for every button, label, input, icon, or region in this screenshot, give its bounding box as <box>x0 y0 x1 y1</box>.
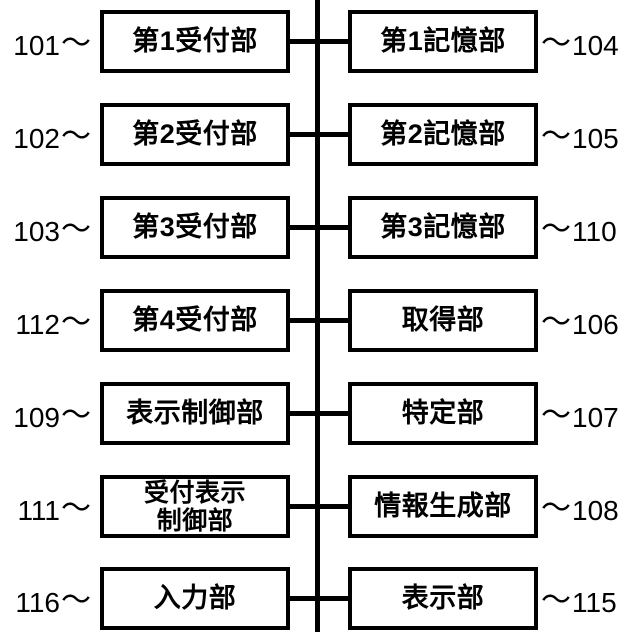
ref-number-115: 115 <box>572 587 617 618</box>
leader-tilde-icon: 〜 <box>61 306 91 339</box>
connector-bus-to-106 <box>315 318 350 323</box>
ref-number-101: 101 <box>13 30 60 61</box>
connector-111-to-bus <box>288 504 318 509</box>
leader-tilde-icon: 〜 <box>541 584 571 617</box>
leader-tilde-icon: 〜 <box>541 120 571 153</box>
leader-tilde-icon: 〜 <box>541 306 571 339</box>
ref-callout-106: 〜 106 <box>540 305 630 345</box>
block-112-fourth-reception-unit[interactable]: 第4受付部 <box>100 289 290 352</box>
ref-callout-102: 102 〜 <box>12 119 92 159</box>
leader-tilde-icon: 〜 <box>541 27 571 60</box>
ref-callout-115: 〜 115 <box>540 583 630 623</box>
ref-callout-109: 109 〜 <box>12 398 92 438</box>
ref-number-106: 106 <box>572 309 619 340</box>
ref-number-109: 109 <box>13 402 60 433</box>
block-109-display-control-unit[interactable]: 表示制御部 <box>100 382 290 445</box>
leader-tilde-icon: 〜 <box>61 27 91 60</box>
ref-number-104: 104 <box>572 30 619 61</box>
connector-bus-to-105 <box>315 132 350 137</box>
ref-callout-112: 112 〜 <box>12 305 92 345</box>
connector-112-to-bus <box>288 318 318 323</box>
block-108-information-generation-unit[interactable]: 情報生成部 <box>348 475 538 538</box>
ref-callout-107: 〜 107 <box>540 398 630 438</box>
block-116-input-unit[interactable]: 入力部 <box>100 567 290 630</box>
ref-number-108: 108 <box>572 495 619 526</box>
ref-number-103: 103 <box>13 216 60 247</box>
block-101-first-reception-unit[interactable]: 第1受付部 <box>100 10 290 73</box>
block-106-acquisition-unit[interactable]: 取得部 <box>348 289 538 352</box>
connector-103-to-bus <box>288 225 318 230</box>
ref-callout-110: 〜 110 <box>540 212 630 252</box>
ref-callout-105: 〜 105 <box>540 119 630 159</box>
ref-number-102: 102 <box>13 123 60 154</box>
ref-callout-108: 〜 108 <box>540 491 630 531</box>
ref-callout-101: 101 〜 <box>12 26 92 66</box>
leader-tilde-icon: 〜 <box>61 492 91 525</box>
block-104-first-storage-unit[interactable]: 第1記憶部 <box>348 10 538 73</box>
leader-tilde-icon: 〜 <box>61 584 91 617</box>
leader-tilde-icon: 〜 <box>541 213 571 246</box>
leader-tilde-icon: 〜 <box>61 399 91 432</box>
block-105-second-storage-unit[interactable]: 第2記憶部 <box>348 103 538 166</box>
ref-number-112: 112 <box>15 309 60 340</box>
ref-number-116: 116 <box>15 587 60 618</box>
ref-number-107: 107 <box>572 402 619 433</box>
connector-bus-to-107 <box>315 411 350 416</box>
ref-callout-104: 〜 104 <box>540 26 630 66</box>
connector-bus-to-108 <box>315 504 350 509</box>
block-102-second-reception-unit[interactable]: 第2受付部 <box>100 103 290 166</box>
block-107-identification-unit[interactable]: 特定部 <box>348 382 538 445</box>
block-115-display-unit[interactable]: 表示部 <box>348 567 538 630</box>
leader-tilde-icon: 〜 <box>61 120 91 153</box>
leader-tilde-icon: 〜 <box>541 399 571 432</box>
connector-101-to-bus <box>288 39 318 44</box>
leader-tilde-icon: 〜 <box>61 213 91 246</box>
ref-number-111: 111 <box>17 495 60 526</box>
connector-bus-to-115 <box>315 596 350 601</box>
connector-109-to-bus <box>288 411 318 416</box>
block-110-third-storage-unit[interactable]: 第3記憶部 <box>348 196 538 259</box>
block-103-third-reception-unit[interactable]: 第3受付部 <box>100 196 290 259</box>
ref-callout-111: 111 〜 <box>12 491 92 531</box>
ref-number-110: 110 <box>572 216 617 247</box>
ref-number-105: 105 <box>572 123 619 154</box>
connector-102-to-bus <box>288 132 318 137</box>
ref-callout-116: 116 〜 <box>12 583 92 623</box>
vertical-bus-line <box>315 0 320 632</box>
connector-bus-to-104 <box>315 39 350 44</box>
ref-callout-103: 103 〜 <box>12 212 92 252</box>
block-111-reception-display-control-unit[interactable]: 受付表示 制御部 <box>100 475 290 538</box>
connector-116-to-bus <box>288 596 318 601</box>
leader-tilde-icon: 〜 <box>541 492 571 525</box>
connector-bus-to-110 <box>315 225 350 230</box>
